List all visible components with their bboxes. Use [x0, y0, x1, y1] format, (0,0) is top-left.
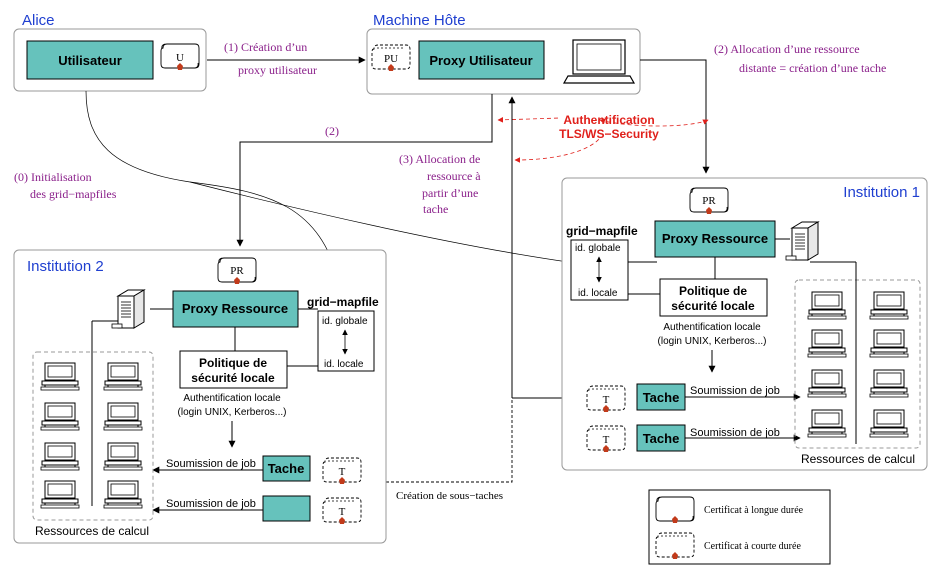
legend: Certificat à longue durée Certificat à c…: [648, 489, 831, 565]
inst2-proxy-resource-label: Proxy Ressource: [182, 301, 288, 316]
inst2-task-cert-2: T: [322, 497, 362, 525]
auth-label-line2: TLS/WS−Security: [559, 127, 659, 141]
inst1-job-submit-1: Soumission de job: [690, 385, 780, 397]
inst2-policy-box: [179, 350, 288, 389]
legend-long-cert-label: Certificat à longue durée: [704, 505, 804, 516]
auth-label-line1: Authentification: [563, 113, 654, 127]
step1-label-line2: proxy utilisateur: [238, 63, 317, 77]
inst1-task-cert-1-letter: T: [603, 394, 610, 406]
step0-label-line1: (0) Initialisation: [14, 170, 92, 184]
inst2-cert-letter: PR: [230, 265, 244, 277]
inst1-cert-letter: PR: [702, 195, 716, 207]
inst1-proxy-resource-label: Proxy Ressource: [662, 231, 768, 246]
inst2-task-label-1: Tache: [268, 461, 305, 476]
inst2-gridmap-title: grid−mapfile: [307, 295, 379, 309]
inst2-policy-line2: sécurité locale: [191, 371, 275, 385]
inst1-task-cert-2-letter: T: [603, 434, 610, 446]
resource-cert-icon: PR: [689, 187, 729, 215]
inst1-id-local: id. locale: [578, 288, 618, 299]
inst2-task-cert-1: T: [322, 457, 362, 485]
laptop-icon: [562, 39, 636, 84]
inst1-resources-label: Ressources de calcul: [801, 452, 915, 466]
inst2-proxy-resource-box[interactable]: [172, 290, 299, 328]
inst1-resources-frame: [794, 279, 921, 449]
institution-2-panel: Institution 2 PR Proxy Ressource grid−ma…: [13, 249, 387, 544]
inst2-task-cert-1-letter: T: [339, 466, 346, 478]
legend-short-cert-icon: [655, 532, 695, 560]
institution-2-title: Institution 2: [27, 258, 104, 275]
cert-user-letter: U: [176, 52, 184, 64]
proxy-user-label: Proxy Utilisateur: [429, 53, 532, 68]
institution-1-title: Institution 1: [843, 184, 920, 201]
step2-left-label: (2): [325, 124, 339, 138]
long-certificate-icon: U: [160, 43, 200, 71]
inst2-id-global: id. globale: [322, 316, 368, 327]
inst1-policy-line1: Politique de: [679, 284, 747, 298]
auth-arrow-upper: [599, 118, 709, 127]
user-box[interactable]: [26, 40, 154, 80]
institution-1-panel: Institution 1 PR Proxy Ressource grid−ma…: [561, 177, 928, 471]
cert-proxy-user-letter: PU: [384, 53, 398, 65]
step1-label-line1: (1) Création d’un: [224, 40, 307, 54]
inst2-auth-line2: (login UNIX, Kerberos...): [178, 407, 287, 418]
user-label: Utilisateur: [58, 53, 122, 68]
inst1-auth-line2: (login UNIX, Kerberos...): [658, 336, 767, 347]
step3-label-line3: partir d’une: [422, 186, 478, 200]
inst1-proxy-resource-box[interactable]: [654, 220, 776, 258]
inst2-task-cert-2-letter: T: [339, 506, 346, 518]
alice-title: Alice: [22, 12, 55, 29]
subtasks-dashed-line: [375, 400, 513, 483]
inst2-id-local: id. locale: [324, 359, 364, 370]
proxy-user-box[interactable]: [418, 40, 545, 80]
legend-short-cert-label: Certificat à courte durée: [704, 541, 801, 552]
step0-label-line2: des grid−mapfiles: [30, 187, 117, 201]
inst2-job-submit-1: Soumission de job: [166, 458, 256, 470]
host-title: Machine Hôte: [373, 12, 466, 29]
step3-label-line4: tache: [423, 202, 448, 216]
inst1-gridmap-title: grid−mapfile: [566, 224, 638, 238]
step2-right-arrow: [640, 59, 710, 174]
inst1-task-box-2[interactable]: [636, 424, 686, 452]
inst1-auth-line1: Authentification locale: [663, 322, 761, 333]
inst2-task-box-2[interactable]: [262, 495, 311, 522]
inst1-task-cert-1: T: [586, 385, 626, 413]
short-certificate-icon: PU: [371, 44, 411, 72]
inst2-auth-line1: Authentification locale: [183, 393, 281, 404]
inst1-job-submit-2: Soumission de job: [690, 427, 780, 439]
step2-left-arrow: [236, 94, 493, 247]
inst2-job-submit-2: Soumission de job: [166, 498, 256, 510]
inst1-task-label-1: Tache: [643, 390, 680, 405]
inst1-task-box-1[interactable]: [636, 383, 686, 411]
inst1-policy-box: [659, 278, 768, 317]
host-panel: Machine Hôte PU Proxy Utilisateur: [366, 12, 641, 95]
step0-curve-inst1: [189, 181, 569, 264]
subtasks-label: Création de sous−taches: [396, 490, 503, 502]
step2-right-label-line2: distante = création d’une tache: [739, 61, 886, 75]
step3-label-line1: (3) Allocation de: [399, 152, 480, 166]
legend-long-cert-icon: [655, 496, 695, 524]
step3-label-line2: ressource à: [427, 169, 481, 183]
auth-arrow-lower: [514, 137, 601, 163]
alice-panel: Alice Utilisateur U: [13, 12, 207, 92]
inst1-task-cert-2: T: [586, 425, 626, 453]
inst1-policy-line2: sécurité locale: [671, 299, 755, 313]
inst1-id-global: id. globale: [575, 243, 621, 254]
step2-right-label-line1: (2) Allocation d’une ressource: [714, 42, 860, 56]
inst2-resources-frame: [32, 351, 154, 521]
inst2-resources-label: Ressources de calcul: [35, 524, 149, 538]
inst2-policy-line1: Politique de: [199, 356, 267, 370]
auth-arrow-left: [497, 117, 561, 123]
inst2-resource-cert-icon: PR: [217, 257, 257, 285]
inst2-task-box-1[interactable]: [262, 455, 311, 482]
inst1-task-label-2: Tache: [643, 431, 680, 446]
